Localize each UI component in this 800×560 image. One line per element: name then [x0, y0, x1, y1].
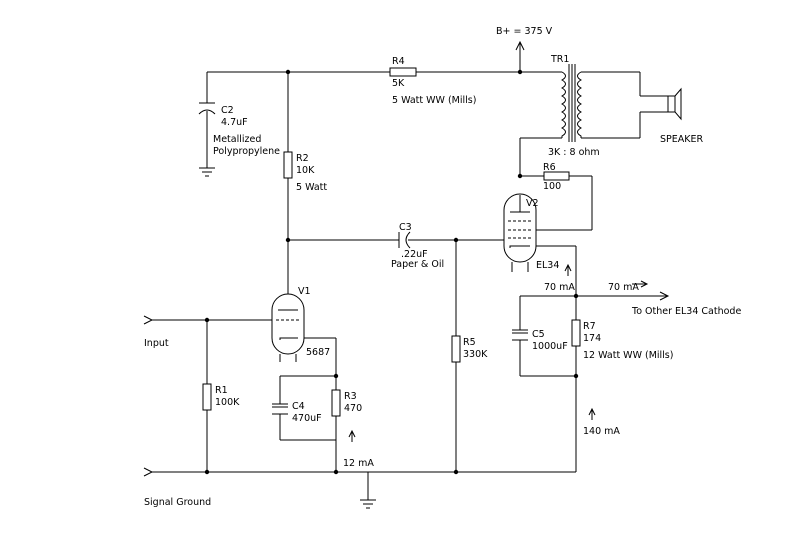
supply-terminal: B+ = 375 V	[496, 26, 553, 58]
svg-text:C3: C3	[399, 222, 412, 233]
svg-text:140 mA: 140 mA	[583, 426, 620, 437]
capacitor-c3: C3 .22uF Paper & Oil	[391, 222, 444, 270]
svg-text:EL34: EL34	[536, 260, 559, 271]
svg-text:V1: V1	[298, 286, 311, 297]
wires	[152, 58, 668, 500]
svg-text:100K: 100K	[215, 397, 240, 408]
resistor-r4: R4 5K 5 Watt WW (Mills)	[389, 56, 476, 106]
svg-text:100: 100	[543, 181, 561, 192]
svg-text:R7: R7	[583, 321, 596, 332]
current-arrow-r7: 140 mA	[583, 407, 620, 437]
svg-text:470: 470	[344, 403, 362, 414]
resistor-r2: R2 10K 5 Watt	[283, 151, 327, 193]
svg-text:70 mA: 70 mA	[608, 282, 639, 293]
current-arrow-v2: 70 mA	[544, 263, 575, 293]
svg-text:Paper & Oil: Paper & Oil	[391, 259, 444, 270]
svg-text:C2: C2	[221, 105, 234, 116]
resistor-r6: R6 100	[543, 162, 570, 192]
transformer-tr1: TR1 3K : 8 ohm	[548, 54, 600, 158]
svg-text:R1: R1	[215, 385, 228, 396]
svg-text:12 Watt WW (Mills): 12 Watt WW (Mills)	[583, 350, 673, 361]
input-terminal: Input	[143, 315, 169, 349]
resistor-r3: R3 470	[331, 389, 362, 417]
svg-text:174: 174	[583, 333, 601, 344]
svg-text:C4: C4	[292, 401, 305, 412]
svg-text:5K: 5K	[392, 78, 405, 89]
capacitor-c5: C5 1000uF	[512, 329, 568, 352]
svg-text:70 mA: 70 mA	[544, 282, 575, 293]
svg-text:Input: Input	[144, 338, 169, 349]
current-arrow-other: 70 mA	[608, 280, 649, 293]
svg-text:R3: R3	[344, 391, 357, 402]
current-arrow-v1: 12 mA	[343, 429, 374, 469]
svg-text:1000uF: 1000uF	[532, 341, 568, 352]
svg-text:Metallized: Metallized	[213, 134, 261, 145]
supply-label: B+ = 375 V	[496, 26, 553, 37]
svg-text:Polypropylene: Polypropylene	[213, 146, 280, 157]
svg-text:5 Watt WW (Mills): 5 Watt WW (Mills)	[392, 95, 476, 106]
resistor-r5: R5 330K	[451, 335, 488, 363]
svg-text:470uF: 470uF	[292, 413, 322, 424]
svg-text:Signal Ground: Signal Ground	[144, 497, 211, 508]
svg-text:5 Watt: 5 Watt	[296, 182, 327, 193]
svg-text:330K: 330K	[463, 349, 488, 360]
svg-text:TR1: TR1	[550, 54, 569, 65]
output-terminal: To Other EL34 Cathode	[631, 291, 741, 317]
speaker-icon: SPEAKER	[660, 87, 703, 145]
ground-symbol	[360, 499, 376, 509]
svg-text:5687: 5687	[306, 347, 330, 358]
svg-text:R6: R6	[543, 162, 556, 173]
resistor-r7: R7 174 12 Watt WW (Mills)	[571, 319, 673, 361]
svg-text:3K : 8 ohm: 3K : 8 ohm	[548, 147, 600, 158]
svg-text:R5: R5	[463, 337, 476, 348]
svg-text:12 mA: 12 mA	[343, 458, 374, 469]
svg-text:V2: V2	[526, 198, 539, 209]
capacitor-c4: C4 470uF	[272, 401, 322, 424]
svg-text:R2: R2	[296, 153, 309, 164]
svg-text:.22uF: .22uF	[401, 249, 428, 260]
svg-text:4.7uF: 4.7uF	[221, 117, 248, 128]
tube-v1: V1 5687	[271, 286, 330, 362]
resistor-r1: R1 100K	[202, 383, 240, 411]
speaker-label: SPEAKER	[660, 134, 703, 145]
tube-v2: V2 EL34	[503, 193, 559, 272]
junction-dots	[204, 69, 579, 475]
svg-text:R4: R4	[392, 56, 405, 67]
svg-text:C5: C5	[532, 329, 545, 340]
signal-ground-terminal: Signal Ground	[143, 467, 211, 508]
capacitor-c2: C2 4.7uF Metallized Polypropylene	[198, 102, 280, 177]
svg-text:To Other EL34 Cathode: To Other EL34 Cathode	[631, 306, 741, 317]
svg-text:10K: 10K	[296, 165, 315, 176]
